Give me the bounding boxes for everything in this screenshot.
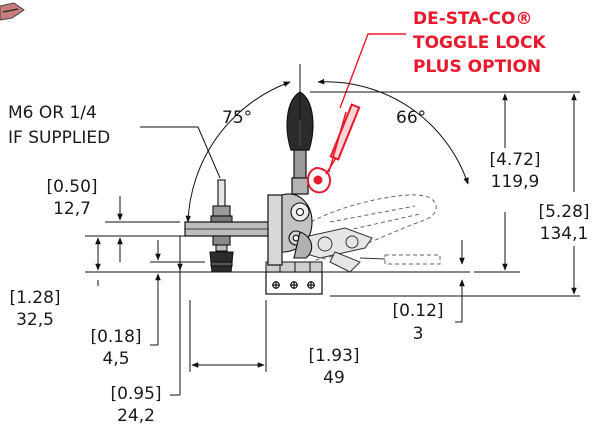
base-block (265, 271, 323, 295)
linkage-closed (281, 193, 313, 259)
angle-label-66: 66° (396, 108, 427, 128)
dim-472-imperial: [4.72] (489, 150, 541, 170)
spindle-note-line-2: IF SUPPLIED (8, 128, 111, 148)
dim-012-imperial: [0.12] (392, 301, 444, 321)
spindle-note-line-1: M6 OR 1/4 (8, 103, 97, 123)
dim-193-metric: 49 (323, 368, 345, 388)
toggle-lock-plus (306, 103, 361, 194)
callout-line-1: DE-STA-CO® (413, 9, 533, 29)
dim-472-metric: 119,9 (490, 172, 540, 192)
dim-193-lines (189, 300, 267, 372)
dim-095-metric: 24,2 (117, 406, 155, 426)
angle-arc-75 (185, 81, 291, 223)
dim-012-lines (455, 240, 465, 323)
dim-050-lines (105, 196, 180, 262)
spindle-leader (140, 126, 221, 179)
angle-label-75: 75° (222, 108, 253, 128)
dim-528-metric: 134,1 (539, 224, 589, 244)
dim-095-lines (170, 236, 183, 396)
dim-050-imperial: [0.50] (46, 177, 98, 197)
dim-128-metric: 32,5 (16, 310, 54, 330)
handle (286, 91, 314, 195)
dim-128-lines (85, 235, 200, 286)
dim-528-imperial: [5.28] (538, 202, 590, 222)
base-flange (265, 261, 323, 273)
angle-arc-66 (317, 78, 469, 185)
dim-050-metric: 12,7 (53, 199, 91, 219)
clamp-arm (184, 221, 276, 237)
dim-018-imperial: [0.18] (90, 327, 142, 347)
dim-018-lines (150, 240, 205, 346)
dim-193-imperial: [1.93] (308, 346, 360, 366)
dim-height-lines (310, 91, 580, 297)
dim-095-imperial: [0.95] (110, 384, 162, 404)
open-linkage (299, 227, 386, 273)
corner-fragment (0, 2, 25, 21)
dim-012-metric: 3 (412, 324, 424, 344)
dim-018-metric: 4,5 (102, 349, 130, 369)
callout-line-3: PLUS OPTION (413, 57, 542, 77)
callout-leader (339, 33, 406, 109)
body-plate (267, 194, 283, 266)
dim-128-imperial: [1.28] (9, 288, 61, 308)
callout-line-2: TOGGLE LOCK (413, 33, 546, 53)
